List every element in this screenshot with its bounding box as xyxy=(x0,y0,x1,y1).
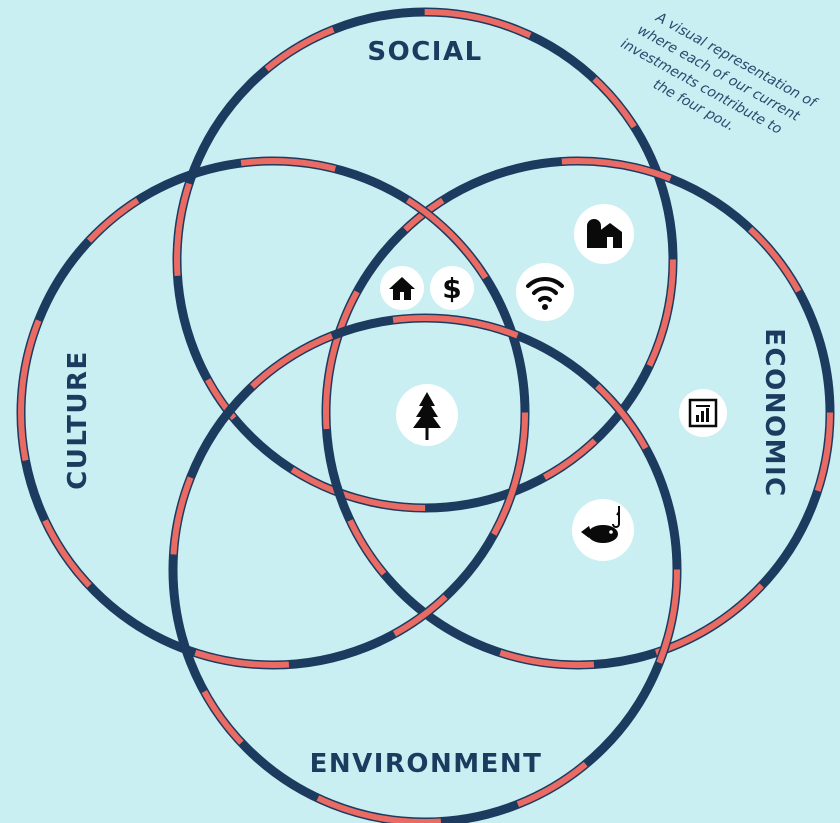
label-environment: ENVIRONMENT xyxy=(310,749,543,779)
fish-hook-icon xyxy=(572,499,634,561)
farm-barn-icon xyxy=(574,204,634,264)
circle-economic-accent xyxy=(323,158,833,668)
chart-report-icon xyxy=(679,389,727,437)
label-economic: ECONOMIC xyxy=(759,328,789,497)
circle-economic xyxy=(321,156,835,670)
circle-environment-accent xyxy=(170,315,680,823)
circle-culture-accent xyxy=(18,158,528,668)
wifi-icon xyxy=(516,263,574,321)
circle-culture xyxy=(16,156,530,670)
dollar-icon: $ xyxy=(430,266,474,310)
label-social: SOCIAL xyxy=(367,37,482,67)
circle-social-accent xyxy=(174,9,676,511)
house-icon xyxy=(380,266,424,310)
circle-environment xyxy=(168,313,682,823)
label-culture: CULTURE xyxy=(63,350,93,490)
circle-social xyxy=(172,7,678,513)
svg-text:$: $ xyxy=(442,272,461,305)
tree-icon xyxy=(396,384,458,446)
